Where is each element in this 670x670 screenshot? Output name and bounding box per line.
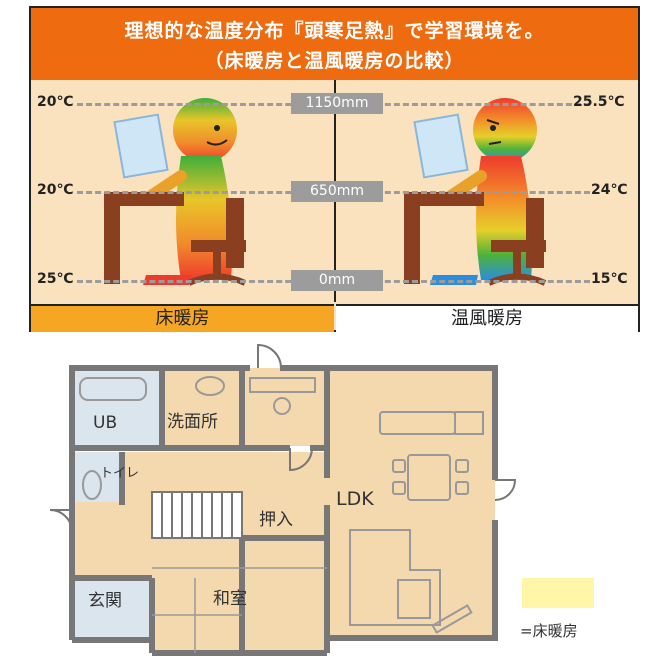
header-title-line2: （床暖房と温風暖房の比較） [204,50,465,72]
room-label-toilet: トイレ [100,466,140,481]
left-temp-bottom: 25℃ [37,271,74,287]
room-label-oshiire: 押入 [259,510,293,530]
height-label-650: 650mm [291,181,383,202]
room-label-senmen: 洗面所 [167,412,218,432]
room-label-ub: UB [93,413,118,433]
hot-air-heating-label: 温風暖房 [336,304,638,332]
comparison-panel: 理想的な温度分布『頭寒足熱』で学習環境を。 （床暖房と温風暖房の比較） [29,6,640,332]
figures-illustration [104,98,547,286]
height-label-0: 0mm [291,270,383,291]
legend-label: =床暖房 [520,622,578,640]
floor-heating-label: 床暖房 [31,304,334,332]
left-temp-mid: 20℃ [37,182,74,198]
height-label-1150: 1150mm [291,93,383,114]
right-student-figure [404,98,547,286]
right-temp-bottom: 15℃ [591,271,628,287]
left-student-figure [104,98,247,286]
header-title-line1: 理想的な温度分布『頭寒足熱』で学習環境を。 [124,20,545,42]
left-temp-top: 20℃ [37,94,74,110]
right-temp-top: 25.5℃ [573,94,625,110]
right-temp-mid: 24℃ [591,182,628,198]
legend-swatch [522,578,594,608]
panel-header: 理想的な温度分布『頭寒足熱』で学習環境を。 （床暖房と温風暖房の比較） [31,8,638,80]
floor-plan [49,343,517,656]
room-label-genkan: 玄関 [88,591,122,611]
room-label-washitsu: 和室 [213,589,247,609]
room-label-ldk: LDK [336,488,374,510]
